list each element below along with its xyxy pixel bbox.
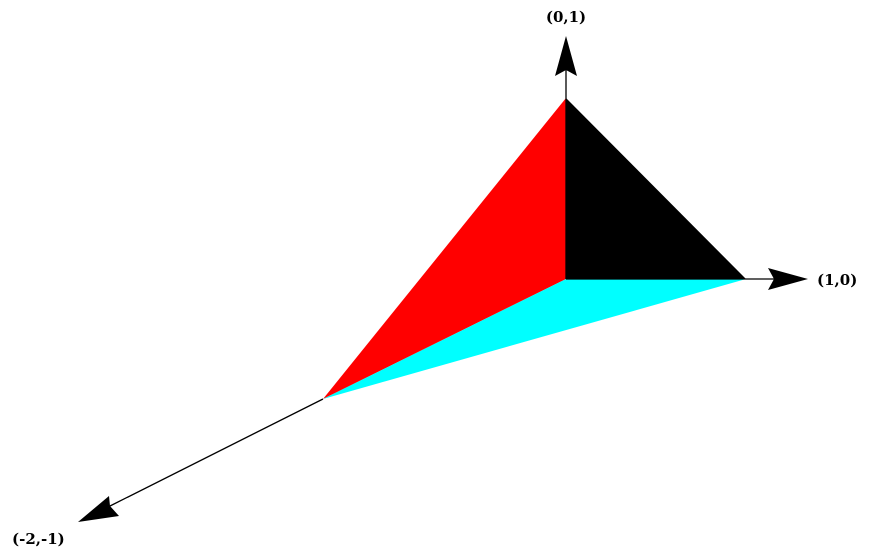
label-up: (0,1) — [546, 8, 586, 26]
axis-down-left-arrowhead — [78, 496, 119, 522]
face-left — [323, 98, 566, 399]
axis-up-arrowhead — [555, 36, 577, 76]
axis-right-arrowhead — [768, 268, 808, 290]
axis-down-left-line — [109, 398, 324, 507]
label-right: (1,0) — [817, 271, 857, 289]
face-bottom — [323, 279, 746, 399]
face-right — [566, 98, 746, 279]
label-down-left: (-2,-1) — [12, 530, 65, 548]
